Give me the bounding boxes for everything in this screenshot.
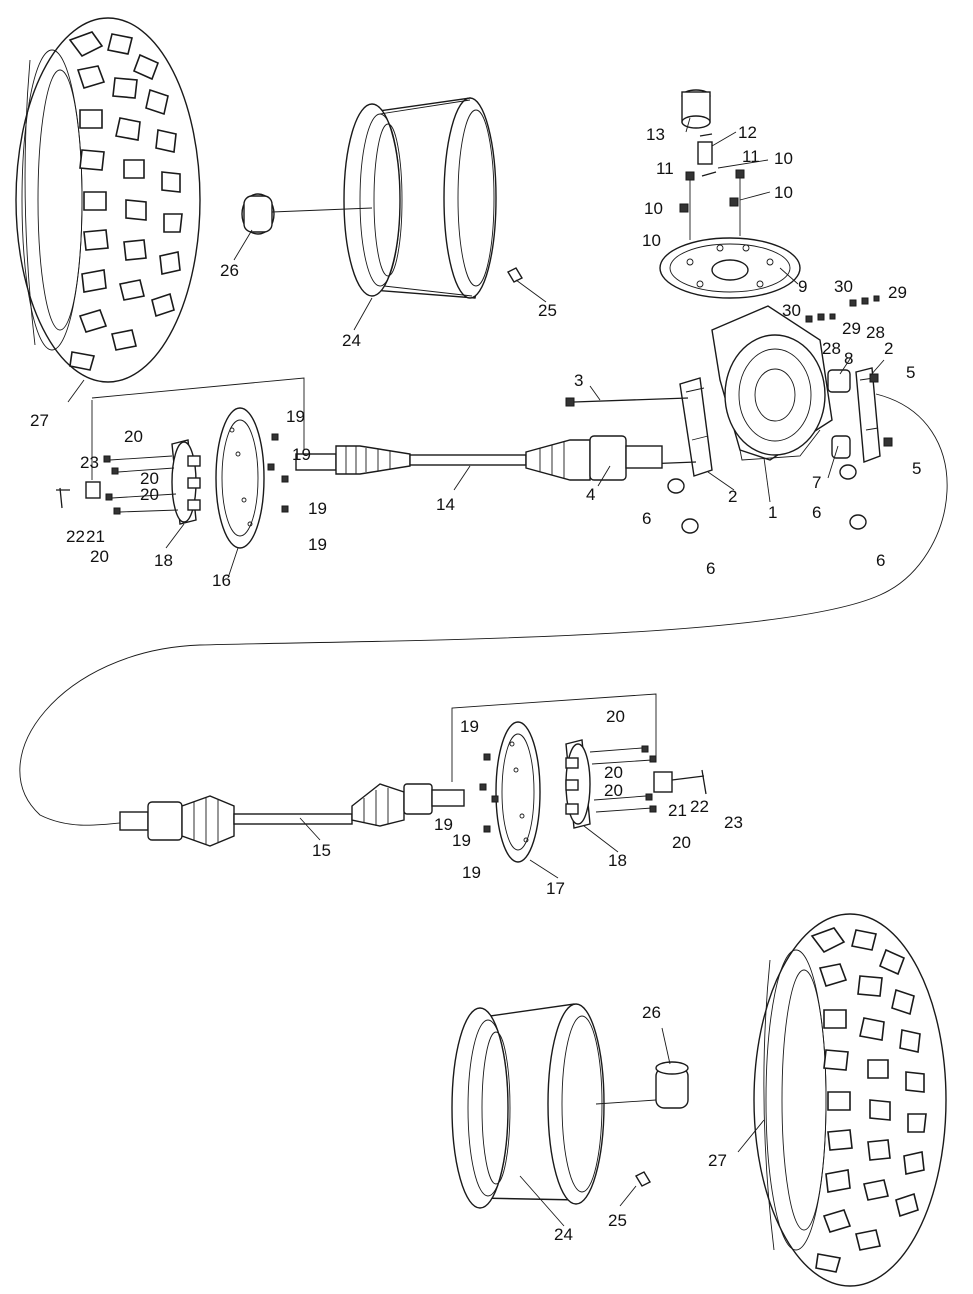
drive-shaft-lower	[119, 783, 465, 847]
callout-20: 20	[604, 781, 623, 800]
callout-23: 23	[80, 453, 99, 472]
callout-18: 18	[608, 851, 627, 870]
callout-14: 14	[436, 495, 455, 514]
callout-20: 20	[90, 547, 109, 566]
callout-19: 19	[308, 535, 327, 554]
callout-4: 4	[586, 485, 595, 504]
callout-6: 6	[706, 559, 715, 578]
callout-10: 10	[644, 199, 663, 218]
callout-20: 20	[672, 833, 691, 852]
callout-19: 19	[286, 407, 305, 426]
callout-23: 23	[724, 813, 743, 832]
callout-30: 30	[782, 301, 801, 320]
callout-8: 8	[844, 349, 853, 368]
callout-19: 19	[292, 445, 311, 464]
callout-9: 9	[798, 277, 807, 296]
callout-19: 19	[452, 831, 471, 850]
callout-22: 22	[66, 527, 85, 546]
callout-20: 20	[604, 763, 623, 782]
callout-20: 20	[140, 485, 159, 504]
center-cap-bottom	[655, 1061, 689, 1109]
callout-21: 21	[86, 527, 105, 546]
callout-25: 25	[538, 301, 557, 320]
callout-17: 17	[546, 879, 565, 898]
callout-19: 19	[462, 863, 481, 882]
hub-upper	[56, 377, 305, 549]
callout-1: 1	[768, 503, 777, 522]
callout-12: 12	[738, 123, 757, 142]
callout-22: 22	[690, 797, 709, 816]
callout-20: 20	[606, 707, 625, 726]
callout-5: 5	[906, 363, 915, 382]
callout-29: 29	[842, 319, 861, 338]
callout-11: 11	[656, 159, 674, 178]
callout-6: 6	[812, 503, 821, 522]
callout-27: 27	[708, 1151, 727, 1170]
callout-20: 20	[124, 427, 143, 446]
callout-20: 20	[140, 469, 159, 488]
callout-7: 7	[812, 473, 821, 492]
callout-3: 3	[574, 371, 583, 390]
callout-28: 28	[822, 339, 841, 358]
wheel-rim-bottom	[451, 1003, 657, 1209]
callouts: 1 2 2 3 4 5 5 6 6 6 6 7 8 9 10 10 10 10 …	[30, 123, 921, 1244]
callout-25: 25	[608, 1211, 627, 1230]
callout-6: 6	[876, 551, 885, 570]
callout-10: 10	[774, 149, 793, 168]
valve-stem-bottom	[635, 1171, 651, 1187]
callout-15: 15	[312, 841, 331, 860]
callout-21: 21	[668, 801, 687, 820]
callout-29: 29	[888, 283, 907, 302]
callout-30: 30	[834, 277, 853, 296]
callout-26: 26	[642, 1003, 661, 1022]
callout-28: 28	[866, 323, 885, 342]
callout-5: 5	[912, 459, 921, 478]
valve-stem-top	[507, 267, 523, 283]
callout-24: 24	[554, 1225, 573, 1244]
hub-lower	[451, 693, 707, 863]
callout-10: 10	[642, 231, 661, 250]
callout-6: 6	[642, 509, 651, 528]
tire-bottom-right	[753, 913, 947, 1287]
leader-lines	[67, 117, 885, 1227]
callout-27: 27	[30, 411, 49, 430]
wheel-rim-top	[343, 97, 497, 299]
callout-26: 26	[220, 261, 239, 280]
callout-11: 11	[742, 147, 760, 166]
callout-2: 2	[884, 339, 893, 358]
callout-19: 19	[460, 717, 479, 736]
callout-18: 18	[154, 551, 173, 570]
callout-24: 24	[342, 331, 361, 350]
callout-19: 19	[434, 815, 453, 834]
callout-16: 16	[212, 571, 231, 590]
top-right-mount	[565, 89, 893, 534]
callout-10: 10	[774, 183, 793, 202]
callout-13: 13	[646, 125, 665, 144]
tire-top-left	[15, 17, 201, 383]
callout-19: 19	[308, 499, 327, 518]
drive-shaft-upper	[295, 435, 663, 481]
center-cap-top	[241, 193, 373, 235]
connector-curve	[19, 393, 948, 826]
callout-2: 2	[728, 487, 737, 506]
